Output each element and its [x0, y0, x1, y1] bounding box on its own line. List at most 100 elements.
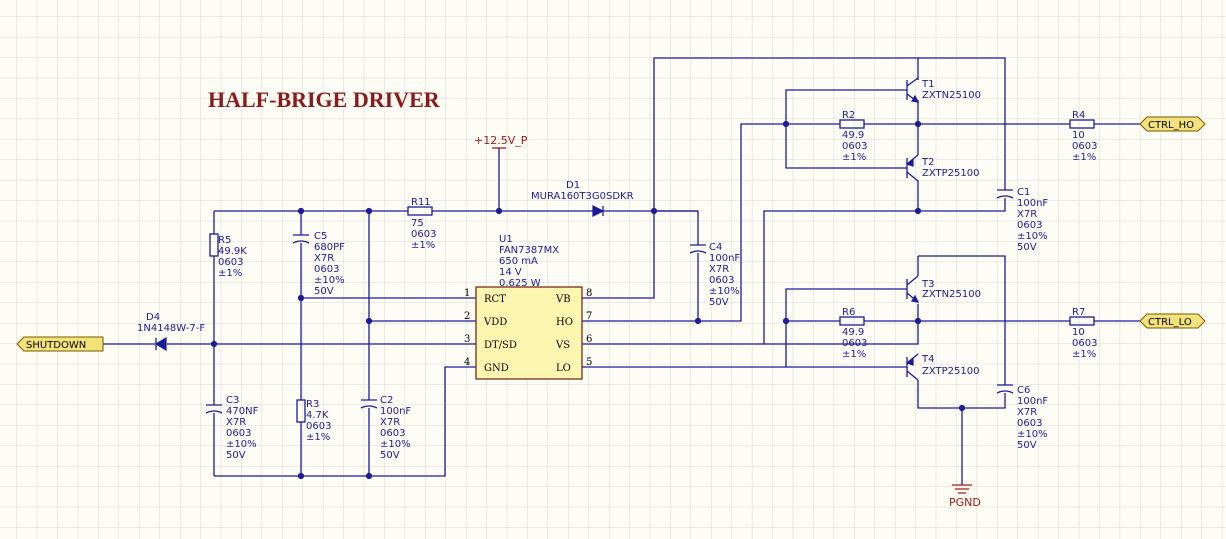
c4-tolerance: ±10%	[709, 286, 740, 297]
schematic-title: HALF-BRIGE DRIVER	[208, 87, 441, 112]
r6-ref: R6	[842, 307, 855, 318]
u1-body	[475, 286, 583, 380]
r4-value: 10	[1072, 130, 1085, 141]
r5-package: 0603	[218, 257, 243, 268]
c2-voltage: 50V	[380, 450, 400, 461]
u1-power: 0.625 W	[499, 278, 541, 289]
ic-u1[interactable]: U1 FAN7387MX 650 mA 14 V 0.625 W RCT VDD…	[464, 234, 592, 380]
c6-dielectric: X7R	[1017, 407, 1037, 418]
r3-package: 0603	[306, 421, 331, 432]
c3-voltage: 50V	[226, 450, 246, 461]
port-ctrl-lo[interactable]: CTRL_LO	[1139, 313, 1206, 329]
resistor-r4[interactable]: R4 10 0603 ±1%	[1069, 110, 1097, 163]
r2-ref: R2	[842, 110, 855, 121]
capacitor-c5[interactable]: C5 680PF X7R 0603 ±10% 50V	[292, 231, 345, 297]
r11-ref: R11	[411, 197, 431, 208]
ground-pgnd-symbol: PGND	[949, 484, 981, 509]
resistor-r2[interactable]: R2 49.9 0603 ±1%	[839, 110, 867, 163]
c4-dielectric: X7R	[709, 264, 729, 275]
r5-ref: R5	[218, 235, 231, 246]
c4-value: 100nF	[709, 253, 740, 264]
resistor-r11[interactable]: R11 75 0603 ±1%	[407, 197, 436, 251]
c5-dielectric: X7R	[314, 253, 334, 264]
c1-package: 0603	[1017, 220, 1042, 231]
r5-tolerance: ±1%	[218, 268, 242, 279]
c1-value: 100nF	[1017, 198, 1048, 209]
t4-ref: T4	[921, 354, 934, 365]
resistor-r5[interactable]: R5 49.9K 0603 ±1%	[209, 233, 247, 279]
transistor-t3[interactable]: T3 ZXTN25100	[906, 275, 981, 303]
capacitor-c2[interactable]: C2 100nF X7R 0603 ±10% 50V	[360, 395, 411, 461]
u1-pin6-num: 6	[586, 334, 592, 345]
c3-tolerance: ±10%	[226, 439, 257, 450]
u1-pin2-num: 2	[464, 311, 470, 322]
c2-tolerance: ±10%	[380, 439, 411, 450]
r3-ref: R3	[306, 399, 319, 410]
r2-package: 0603	[842, 141, 867, 152]
r6-value: 49.9	[842, 327, 864, 338]
c6-voltage: 50V	[1017, 440, 1037, 451]
c5-voltage: 50V	[314, 286, 334, 297]
u1-pin7-name: HO	[556, 317, 573, 328]
c2-package: 0603	[380, 428, 405, 439]
transistor-t1[interactable]: T1 ZXTN25100	[906, 77, 981, 103]
capacitor-c6[interactable]: C6 100nF X7R 0603 ±10% 50V	[996, 384, 1048, 451]
capacitor-c4[interactable]: C4 100nF X7R 0603 ±10% 50V	[689, 242, 740, 308]
vcc-label: +12.5V_P	[474, 134, 528, 147]
c2-dielectric: X7R	[380, 417, 400, 428]
r5-value: 49.9K	[218, 246, 247, 257]
u1-pin4-num: 4	[464, 357, 470, 368]
diode-d4[interactable]: D4 1N4148W-7-F	[137, 312, 205, 352]
junctions	[210, 120, 966, 480]
r3-tolerance: ±1%	[306, 432, 330, 443]
r7-value: 10	[1072, 327, 1085, 338]
capacitor-c3[interactable]: C3 470NF X7R 0603 ±10% 50V	[205, 395, 259, 461]
u1-pin3-name: DT/SD	[484, 340, 517, 351]
port-ctrl-ho[interactable]: CTRL_HO	[1139, 116, 1206, 132]
c6-value: 100nF	[1017, 396, 1048, 407]
t2-ref: T2	[921, 157, 934, 168]
r7-ref: R7	[1072, 307, 1085, 318]
c3-ref: C3	[226, 395, 239, 406]
u1-pin1-name: RCT	[484, 294, 506, 305]
r11-value: 75	[411, 218, 424, 229]
transistor-t4[interactable]: T4 ZXTP25100	[905, 353, 979, 381]
t4-part: ZXTP25100	[922, 366, 979, 377]
diode-d1[interactable]: D1 MURA160T3G0SDKR	[531, 180, 634, 217]
c3-dielectric: X7R	[226, 417, 246, 428]
resistor-r3[interactable]: R3 4.7K 0603 ±1%	[296, 399, 331, 443]
u1-pin5-num: 5	[586, 357, 592, 368]
c1-dielectric: X7R	[1017, 209, 1037, 220]
c6-tolerance: ±10%	[1017, 429, 1048, 440]
u1-current: 650 mA	[499, 256, 538, 267]
r4-tolerance: ±1%	[1072, 152, 1096, 163]
ctrl-lo-label: CTRL_LO	[1148, 317, 1192, 328]
ctrl-ho-label: CTRL_HO	[1148, 120, 1194, 131]
r6-package: 0603	[842, 338, 867, 349]
resistor-r6[interactable]: R6 49.9 0603 ±1%	[839, 307, 867, 360]
d4-ref: D4	[146, 312, 160, 323]
r11-package: 0603	[411, 229, 436, 240]
c3-package: 0603	[226, 428, 251, 439]
u1-pin1-num: 1	[464, 288, 470, 299]
c5-tolerance: ±10%	[314, 275, 345, 286]
u1-part: FAN7387MX	[499, 245, 559, 256]
r3-value: 4.7K	[306, 410, 329, 421]
r2-tolerance: ±1%	[842, 152, 866, 163]
c2-value: 100nF	[380, 406, 411, 417]
capacitor-c1[interactable]: C1 100nF X7R 0603 ±10% 50V	[996, 187, 1048, 253]
c4-voltage: 50V	[709, 297, 729, 308]
t3-part: ZXTN25100	[922, 289, 981, 300]
c1-tolerance: ±10%	[1017, 231, 1048, 242]
u1-pin7-num: 7	[586, 311, 592, 322]
port-shutdown[interactable]: SHUTDOWN	[16, 336, 104, 352]
d4-part: 1N4148W-7-F	[137, 323, 205, 334]
resistor-r7[interactable]: R7 10 0603 ±1%	[1069, 307, 1097, 360]
t3-ref: T3	[921, 279, 934, 290]
u1-pin3-num: 3	[464, 334, 470, 345]
u1-voltage: 14 V	[499, 267, 522, 278]
transistor-t2[interactable]: T2 ZXTP25100	[905, 154, 979, 182]
c1-ref: C1	[1017, 187, 1030, 198]
c4-package: 0603	[709, 275, 734, 286]
